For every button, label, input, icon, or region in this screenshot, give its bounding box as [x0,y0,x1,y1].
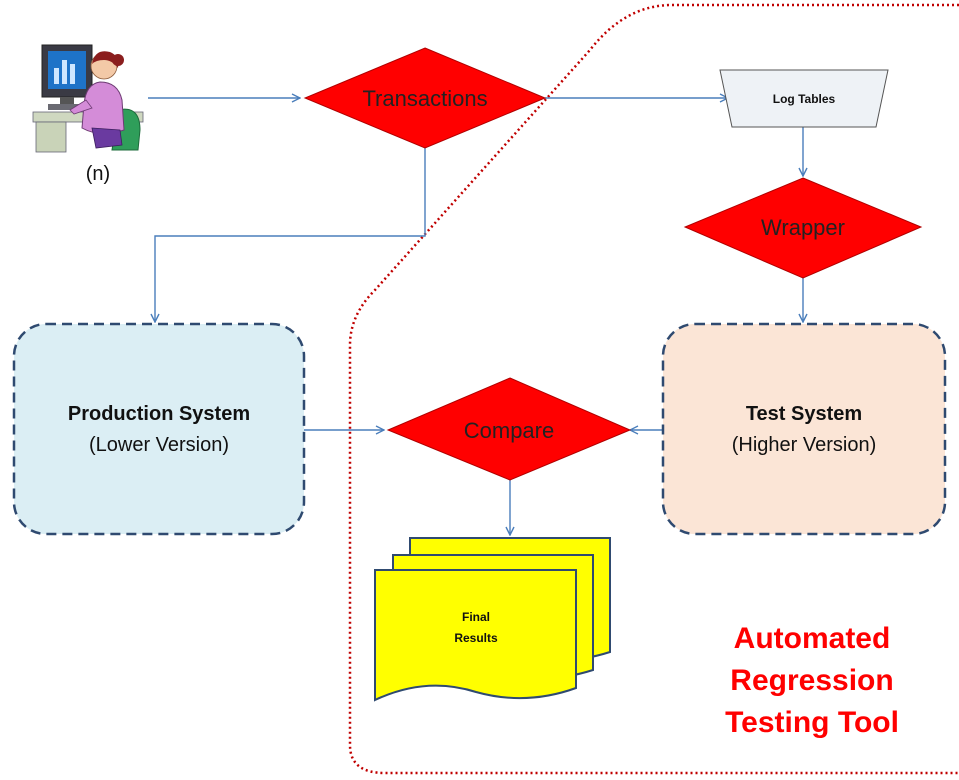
transactions-label: Transactions [362,86,487,111]
tool-label: Automated Regression Testing Tool [725,622,899,739]
test-system-subtitle: (Higher Version) [732,434,877,456]
final-results-documents: Final Results [374,537,611,702]
final-results-label-line1: Final [462,610,490,624]
tool-label-line2: Regression [730,664,893,697]
user-count-label: (n) [86,163,110,185]
connector-transactions-to-production [155,148,426,322]
user-at-computer-icon [32,44,144,153]
production-system-box: Production System (Lower Version) [12,322,306,536]
compare-decision: Compare [386,377,632,481]
log-tables-node: Log Tables [719,69,889,128]
wrapper-label: Wrapper [761,215,845,240]
production-system-subtitle: (Lower Version) [89,434,229,456]
transactions-decision: Transactions [303,47,547,149]
tool-label-line3: Testing Tool [725,706,899,739]
test-system-title: Test System [746,403,862,425]
tool-label-line1: Automated [734,622,891,655]
log-tables-label: Log Tables [773,92,836,106]
production-system-title: Production System [68,403,250,425]
wrapper-decision: Wrapper [683,177,923,279]
tool-boundary [348,3,959,775]
test-system-box: Test System (Higher Version) [661,322,947,536]
final-results-label-line2: Results [454,631,498,645]
compare-label: Compare [464,418,554,443]
